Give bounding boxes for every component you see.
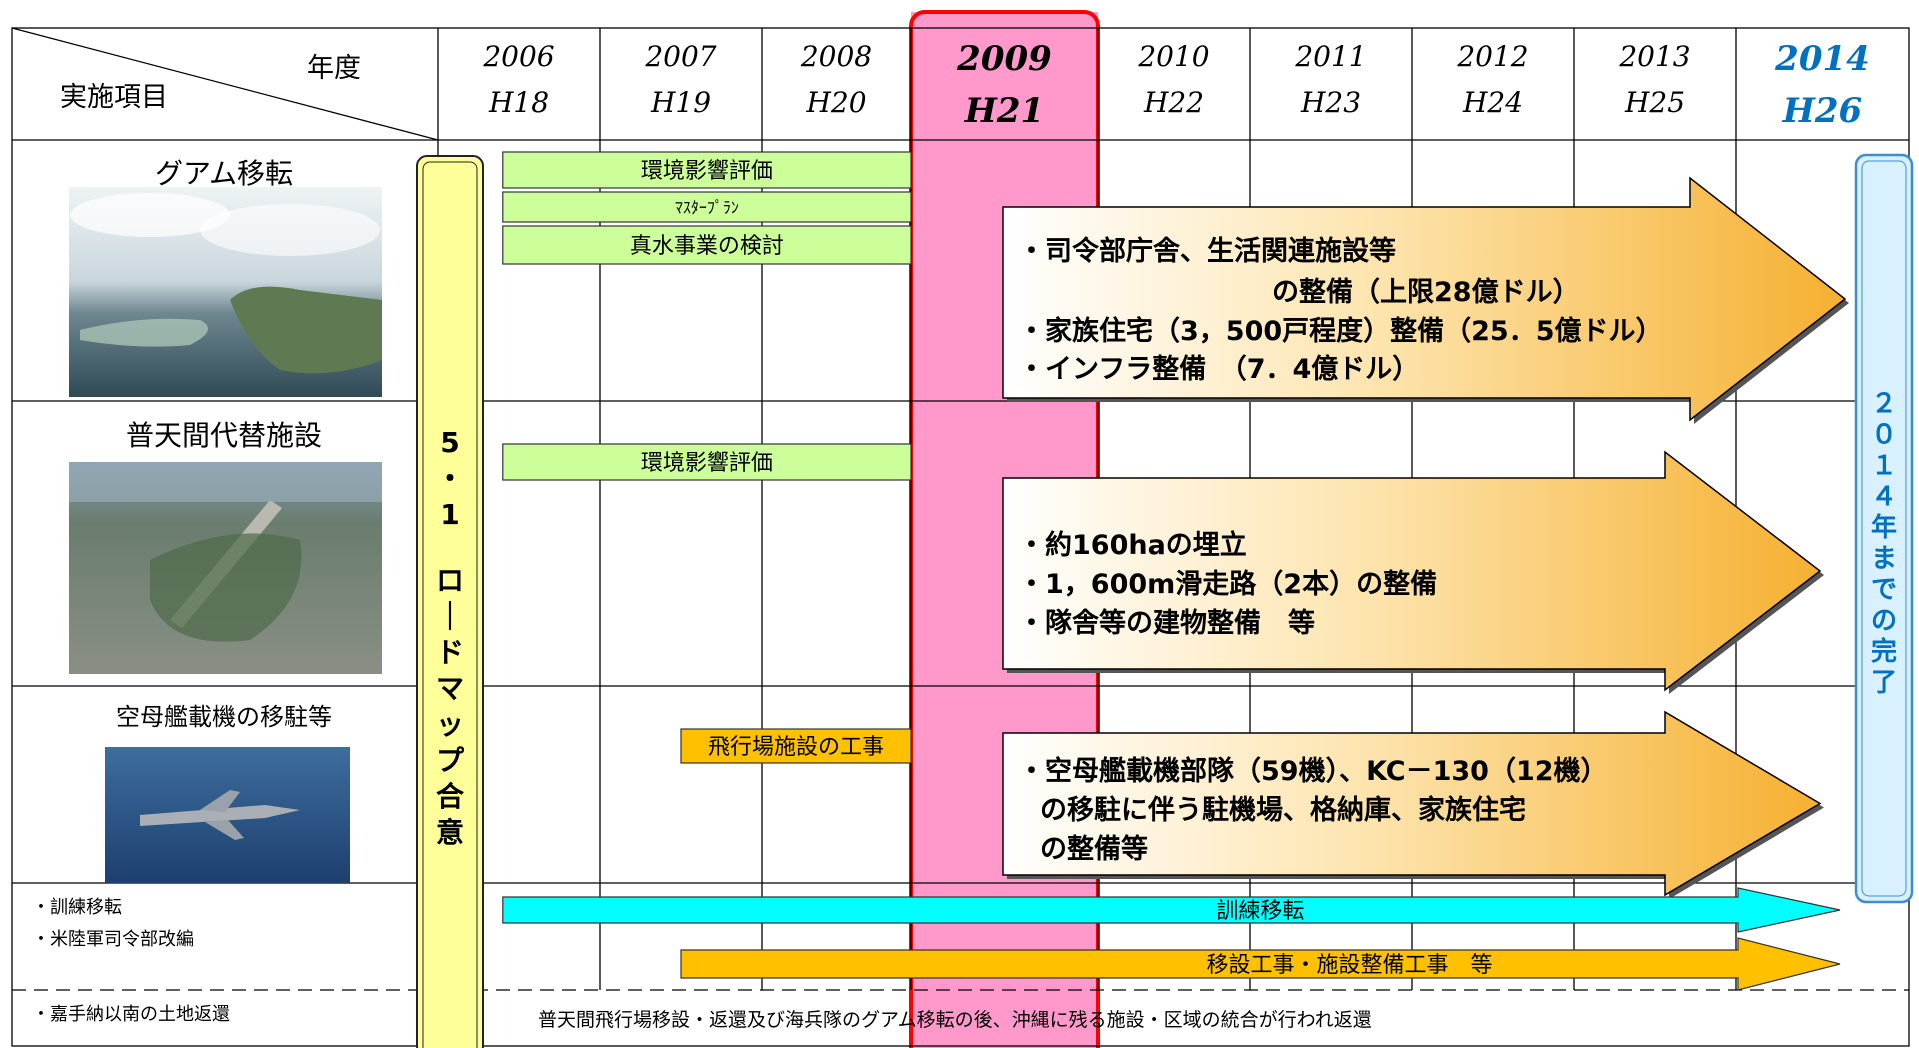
completion-char: ０ [1871,420,1897,450]
schedule-bar [502,191,912,223]
plan-arrow-text: ・インフラ整備 （7．4億ドル） [1018,353,1419,385]
roadmap-char: 5 [440,426,459,459]
roadmap-char: ド [436,636,464,669]
row-label: グアム移転 [155,157,293,190]
year-label: 2011 [1294,40,1366,73]
era-label: H26 [1782,91,1862,131]
completion-char: ４ [1871,482,1897,512]
year-label: 2009 [956,39,1052,79]
last-row-note: 普天間飛行場移設・返還及び海兵隊のグアム移転の後、沖縄に残る施設・区域の統合が行… [538,1009,1372,1031]
schedule-bar [502,225,912,265]
era-label: H24 [1462,86,1523,119]
schedule-bar-label: 環境影響評価 [641,451,773,476]
era-label: H25 [1624,86,1685,119]
guam-photo [69,187,382,397]
roadmap-char: ッ [436,708,464,741]
completion-char: 年 [1871,512,1897,543]
era-label: H23 [1300,86,1361,119]
year-label: 2010 [1137,40,1209,73]
roadmap-char: 合 [436,780,465,813]
year-label: 2008 [800,40,872,73]
plan-arrow-text: の整備等 [1040,833,1148,865]
misc-row-labels: ・訓練移転 ・米陸軍司令部改編 ・嘉手納以南の土地返還 普天間飛行場移設・返還及… [32,897,1372,1031]
year-label: 2013 [1618,40,1690,73]
last-row-label: ・嘉手納以南の土地返還 [32,1004,230,1025]
carrier-jet-photo [105,747,350,883]
schedule-bar [680,728,912,764]
completion-char: ２ [1871,389,1897,419]
plan-arrow-text: ・約160haの埋立 [1018,529,1247,561]
plan-arrow [1002,176,1847,422]
futenma-photo [69,462,382,674]
completion-char: 了 [1871,668,1897,698]
roadmap-char: マ [436,672,464,705]
misc-arrow [680,937,1841,991]
completion-char: の [1871,606,1897,636]
plan-arrow-text: ・司令部庁舎、生活関連施設等 [1018,235,1396,267]
plan-arrow-text: ・隊舎等の建物整備 等 [1018,607,1315,639]
misc-label-army-hq: ・米陸軍司令部改編 [32,929,194,950]
completion-box-inner [1861,160,1907,897]
completion-box [1854,153,1914,904]
header-diagonal-line [11,27,439,141]
plan-arrow-text: の移駐に伴う駐機場、格納庫、家族住宅 [1040,794,1526,826]
era-label: H20 [805,86,866,119]
schedule-bar-label: 飛行場施設の工事 [708,735,884,760]
schedule-bar-label: 環境影響評価 [641,159,773,184]
roadmap-char: プ [436,744,465,777]
schedule-bar [502,443,912,481]
misc-arrow-label: 訓練移転 [1216,899,1304,924]
year-label: 2006 [482,40,554,73]
misc-arrow-label: 移設工事・施設整備工事 等 [1206,953,1492,978]
misc-arrow [502,887,1841,933]
plan-arrow-text: の整備（上限28億ドル） [1272,276,1580,308]
misc-label-training: ・訓練移転 [32,897,122,918]
row-label: 空母艦載機の移駐等 [116,703,332,731]
era-label: H21 [964,91,1044,131]
schedule-bar-label: 真水事業の検討 [630,234,784,259]
plan-arrow-text: ・空母艦載機部隊（59機）、KC－130（12機） [1018,755,1608,787]
roadmap-char: ｜ [436,600,464,633]
header-corner-year: 年度 [307,53,361,84]
plan-arrow [1002,710,1822,897]
roadmap-char: ・ [436,462,464,495]
roadmap-box [416,155,484,1048]
completion-char: で [1871,575,1897,605]
schedule-bar-label: ﾏｽﾀｰﾌﾟﾗﾝ [675,198,739,217]
completion-char: ま [1871,544,1897,574]
completion-char: 完 [1871,636,1897,667]
row-label: 普天間代替施設 [126,419,322,452]
year-label: 2007 [644,40,716,73]
plan-arrow [1002,450,1822,692]
header-corner-items: 実施項目 [60,82,168,113]
roadmap-char: ロ [436,564,464,597]
roadmap-char: 1 [440,498,459,531]
roadmap-box-inner [422,161,478,1048]
year-label: 2012 [1456,40,1528,73]
year-label: 2014 [1774,39,1870,79]
era-label: H22 [1143,86,1204,119]
plan-arrow-text: ・1，600m滑走路（2本）の整備 [1018,568,1437,600]
roadmap-char: 意 [436,816,464,849]
era-label: H19 [650,86,711,119]
completion-char: １ [1871,451,1897,481]
era-label: H18 [488,86,549,119]
plan-arrow-text: ・家族住宅（3，500戸程度）整備（25．5億ドル） [1018,315,1663,347]
schedule-bar [502,151,912,189]
